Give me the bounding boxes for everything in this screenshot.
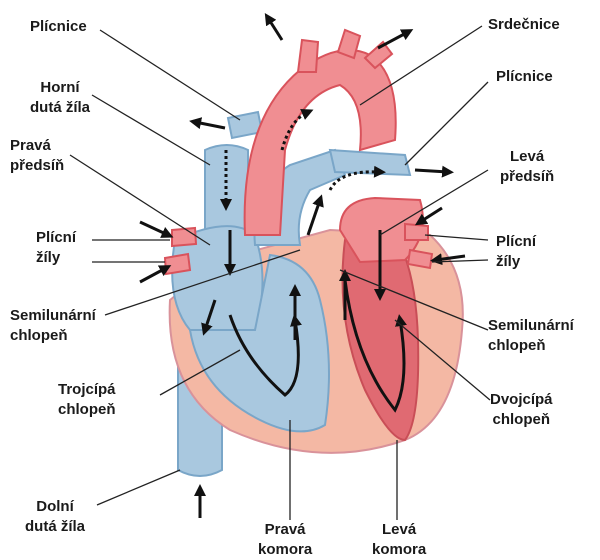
arrow-pulmonary-right-branch [415,170,448,172]
pulmonary-vein-right-upper [405,224,428,240]
label-leva-komora: Levá komora [372,520,426,560]
label-plicni-zily-right: Plícní žíly [496,232,536,272]
label-plicnice-right: Plícnice [496,67,553,87]
label-srdecnice: Srdečnice [488,15,560,35]
aortic-branch-1 [298,40,318,72]
label-plicnice-left: Plícnice [30,17,87,37]
arrow-pulm-vein-left-upper [140,222,168,235]
arrow-pulm-semilunar [308,200,320,235]
pulmonary-vein-right-lower [408,250,432,268]
label-dvojcipa: Dvojcípá chlopeň [490,390,553,430]
pulmonary-vein-left-lower [165,254,190,274]
pulmonary-vein-left-upper [172,228,196,246]
arrow-pulmonary-out-left [268,18,282,40]
label-semilunarni-right: Semilunární chlopeň [488,316,574,356]
label-prava-predsin: Pravá předsíň [10,136,64,176]
label-leva-predsin: Levá předsíň [500,147,554,187]
label-trojcipa: Trojcípá chlopeň [58,380,116,420]
arrow-aorta-out [378,32,408,48]
label-semilunarni-left: Semilunární chlopeň [10,306,96,346]
label-horni-duta-zila: Horní dutá žíla [30,78,90,118]
arrow-pulmonary-left-branch [195,122,225,128]
label-prava-komora: Pravá komora [258,520,312,560]
label-dolni-duta-zila: Dolní dutá žíla [25,497,85,537]
pulmonary-artery-right-branch [330,150,410,175]
arrow-pulm-vein-left-lower [140,268,166,282]
label-plicni-zily-left: Plícní žíly [36,228,76,268]
